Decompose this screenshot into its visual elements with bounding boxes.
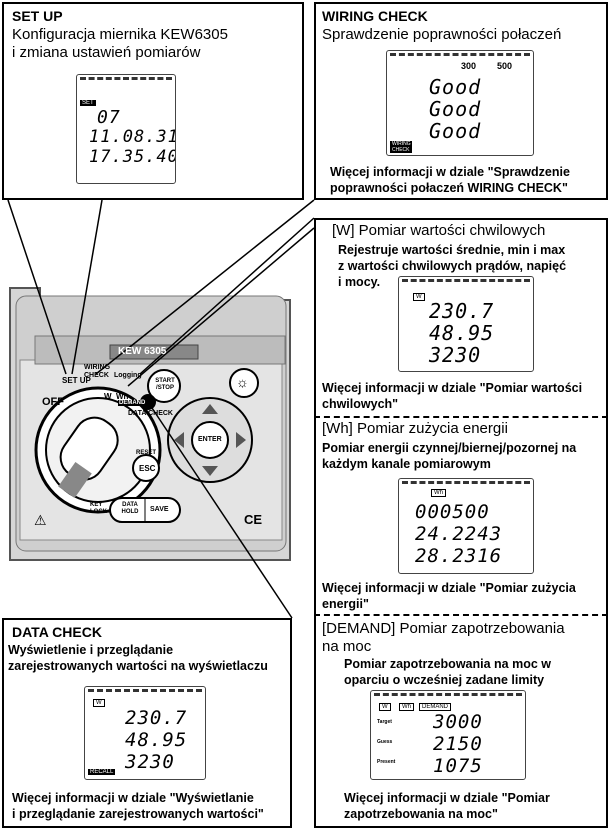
wiring-lcd-good1: Good [429, 75, 482, 99]
wh-lcd-line3: 28.2316 [415, 545, 503, 567]
wiring-lcd-tag: WIRING CHECK [390, 141, 412, 153]
setup-lcd-line3: 17.35.40 [89, 147, 176, 167]
wiring-lcd: 300 500 Good Good Good WIRING CHECK [386, 50, 534, 156]
w-lcd-line2: 48.95 [429, 321, 495, 345]
demand-desc-line2: oparciu o wcześniej zadane limity [344, 673, 545, 687]
wiring-lcd-good2: Good [429, 97, 482, 121]
w-desc-line2: z wartości chwilowych prądów, napięć [338, 259, 567, 273]
w-desc-line1: Rejestruje wartości średnie, min i max [338, 243, 566, 257]
save-button[interactable]: SAVE [150, 506, 169, 513]
setup-lcd: SET 07 11.08.31 17.35.40 [76, 74, 176, 184]
w-more-line2: chwilowych" [322, 397, 399, 411]
wiring-title: WIRING CHECK [322, 8, 428, 24]
device-model-label: KEW 6305 [118, 346, 167, 357]
dial-wiring-label: WIRING CHECK [84, 364, 111, 379]
dial-off-label: OFF [42, 396, 64, 408]
setup-lcd-line1: 07 [97, 107, 121, 128]
wiring-lcd-v1: 300 [461, 61, 477, 71]
wh-lcd-tag: Wh [431, 489, 446, 497]
demand-title-line1: [DEMAND] Pomiar zapotrzebowania [322, 620, 565, 637]
wiring-panel: WIRING CHECK Sprawdzenie poprawności poł… [314, 2, 608, 200]
wiring-lcd-good3: Good [429, 119, 482, 143]
demand-lcd-line3: 1075 [433, 755, 483, 777]
wh-desc-line2: każdym kanale pomiarowym [322, 457, 491, 471]
wh-desc-line1: Pomiar energii czynnej/biernej/pozornej … [322, 441, 577, 455]
enter-button[interactable]: ENTER [198, 436, 222, 443]
datacheck-lcd-tag-w: W [93, 699, 105, 707]
datacheck-lcd-line3: 3230 [125, 751, 175, 773]
w-lcd-tag: W [413, 293, 425, 301]
wh-title: [Wh] Pomiar zużycia energii [322, 420, 508, 437]
ce-mark: CE [244, 512, 263, 527]
keylock-label: KEY LOCK [90, 502, 107, 515]
demand-lcd-tag-w: W [379, 703, 391, 711]
w-more-line1: Więcej informacji w dziale "Pomiar warto… [322, 381, 583, 395]
demand-lcd-label-present: Present [377, 759, 396, 765]
w-lcd: W 230.7 48.95 3230 [398, 276, 534, 372]
start-stop-button[interactable]: START /STOP [155, 378, 175, 391]
esc-button[interactable]: ESC [139, 464, 156, 473]
wiring-lcd-v2: 500 [497, 61, 513, 71]
wh-lcd-line2: 24.2243 [415, 523, 503, 545]
wiring-more-line1: Więcej informacji w dziale "Sprawdzenie [330, 165, 570, 179]
w-desc-line3: i mocy. [338, 275, 381, 289]
dial-wh-label: Wh [116, 392, 129, 401]
setup-lcd-tag: SET [80, 100, 96, 106]
dial-demand-label: DEMAND [118, 400, 147, 406]
data-hold-button[interactable]: DATA HOLD [121, 502, 139, 515]
dial-logging-label: Logging [114, 372, 142, 379]
datacheck-lcd-tag: RECALL [88, 769, 116, 775]
datacheck-more-line1: Więcej informacji w dziale "Wyświetlanie [12, 791, 254, 805]
demand-lcd-line2: 2150 [433, 733, 483, 755]
demand-lcd-tag-demand: DEMAND [419, 703, 452, 711]
datacheck-more-line2: i przeglądanie zarejestrowanych wartości… [12, 807, 264, 821]
wiring-more-line2: poprawności połaczeń WIRING CHECK" [330, 181, 568, 195]
demand-lcd: W Wh DEMAND Target Guess Present 3000 21… [370, 690, 526, 780]
demand-lcd-tag-wh: Wh [399, 703, 414, 711]
setup-subtitle-line1: Konfiguracja miernika KEW6305 [12, 26, 228, 43]
demand-title-line2: na moc [322, 638, 372, 655]
w-title: [W] Pomiar wartości chwilowych [332, 222, 546, 239]
setup-panel: SET UP Konfiguracja miernika KEW6305 i z… [2, 2, 304, 200]
dial-setup-label: SET UP [62, 376, 91, 385]
setup-lcd-line2: 11.08.31 [89, 127, 176, 147]
datacheck-lcd-line2: 48.95 [125, 729, 188, 751]
datacheck-desc-line1: Wyświetlenie i przeglądanie [8, 643, 174, 657]
demand-lcd-line1: 3000 [433, 711, 483, 733]
w-lcd-line3: 3230 [429, 343, 482, 367]
w-lcd-line1: 230.7 [429, 299, 495, 323]
wh-more-line1: Więcej informacji w dziale "Pomiar zużyc… [322, 581, 576, 595]
demand-desc-line1: Pomiar zapotrzebowania na moc w [344, 657, 551, 671]
wh-lcd-line1: 000500 [415, 501, 490, 523]
wiring-subtitle: Sprawdzenie poprawności połaczeń [322, 26, 562, 43]
dial-datacheck-label: DATA CHECK [128, 410, 173, 417]
wh-more-line2: energii" [322, 597, 369, 611]
section-divider [314, 416, 608, 418]
wh-lcd: Wh 000500 24.2243 28.2316 [398, 478, 534, 574]
brightness-button-icon[interactable]: ☼ [236, 374, 249, 390]
demand-lcd-label-target: Target [377, 719, 392, 725]
datacheck-desc-line2: zarejestrowanych wartości na wyświetlacz… [8, 659, 268, 673]
setup-subtitle-line2: i zmiana ustawień pomiarów [12, 44, 201, 61]
warning-icon: ⚠ [34, 512, 47, 528]
demand-lcd-label-guess: Guess [377, 739, 393, 745]
datacheck-lcd: W 230.7 48.95 3230 RECALL [84, 686, 206, 780]
datacheck-lcd-line1: 230.7 [125, 707, 188, 729]
demand-more-line1: Więcej informacji w dziale "Pomiar [344, 791, 550, 805]
reset-label: RESET [136, 450, 157, 456]
section-divider [314, 614, 608, 616]
dial-w-label: W [104, 392, 112, 401]
setup-title: SET UP [12, 8, 63, 24]
datacheck-panel: DATA CHECK Wyświetlenie i przeglądanie z… [2, 618, 292, 828]
demand-more-line2: zapotrzebowania na moc" [344, 807, 498, 821]
datacheck-title: DATA CHECK [12, 624, 102, 640]
